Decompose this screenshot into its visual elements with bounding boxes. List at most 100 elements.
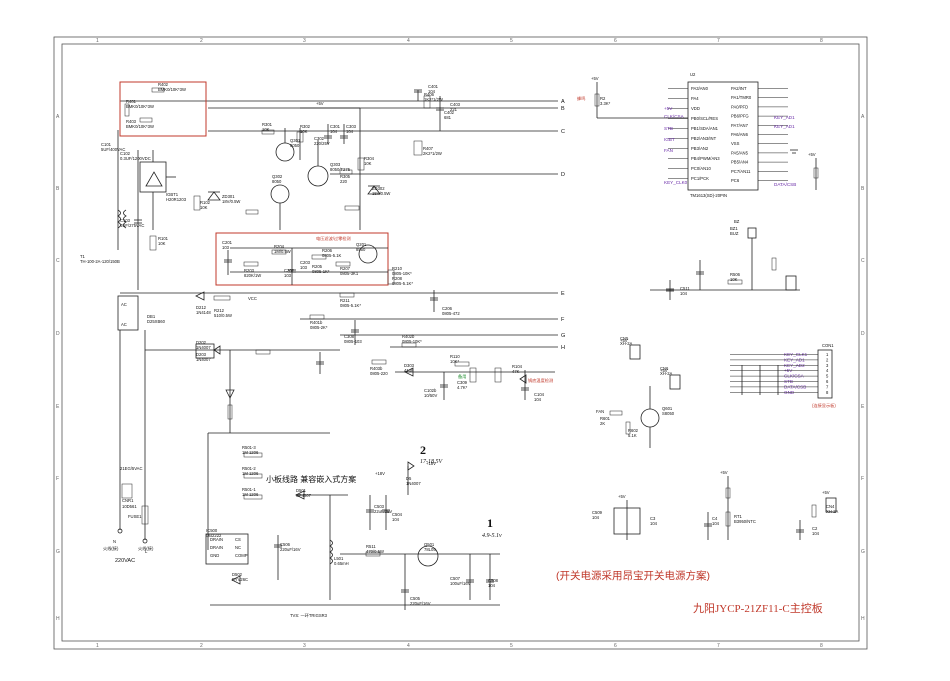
ref-q501: Q501: [424, 542, 435, 547]
ref-r511: R511: [366, 544, 376, 549]
val-r602: 5.1K: [628, 433, 637, 438]
val-c503: 22uF/35V: [374, 509, 392, 514]
val-q301: 8050: [290, 143, 300, 148]
val-d212: 1N4148: [196, 310, 211, 315]
node-A: A: [561, 99, 565, 105]
rail-18v: +18V: [375, 471, 385, 476]
display-connector-section: 1KEY_CLK12KEY_AD13KEY_AD24+5V5CLK/CSA6ST…: [730, 343, 836, 409]
ref-c505: C505: [410, 596, 421, 601]
ref-d212: D212: [196, 305, 207, 310]
val-d203: 1N4007: [196, 357, 211, 362]
ref-c103: C103: [120, 218, 131, 223]
mcu-pin-right-8: PA5/AN5: [731, 150, 749, 155]
ref-r205: R205: [312, 264, 323, 269]
ref-r403b: R403b: [370, 366, 383, 371]
ref-c401: C401: [428, 84, 439, 89]
con1-connector: [817, 349, 833, 399]
ref-c503: C503: [374, 504, 385, 509]
val-c511: 104: [680, 291, 688, 296]
varistor-label: CNR1: [122, 498, 134, 503]
ref-l501: L501: [334, 556, 344, 561]
val-d5: 1N4007: [406, 481, 421, 486]
val-q302: 8050: [272, 179, 282, 184]
switch-mode-section: 小板线路 兼容嵌入式方案 DRAIN DRAIN GND CS NC COMP …: [205, 443, 502, 610]
voltage-filter-label: 电压滤波/过零检测: [316, 235, 351, 242]
val-c505: 220uF/16V: [410, 601, 431, 606]
mcu-pin-left-9: PC0/AN10: [691, 166, 711, 171]
val-r102: 10K: [200, 205, 208, 210]
ref-c402: C402: [444, 110, 455, 115]
val-rt1: B3950/NTC: [734, 519, 756, 524]
rail-vcc: VCC: [248, 296, 257, 301]
l-terminal: L: [145, 549, 148, 554]
ref-r601: R601: [600, 416, 611, 421]
ref-q601: Q601: [662, 406, 673, 411]
ref-d202: D202: [196, 340, 207, 345]
zone-top-4: 4: [407, 38, 410, 44]
ref-igbt1: IGBT1: [166, 192, 179, 197]
zone-right-E: E: [861, 404, 865, 410]
ic500-chip: [205, 533, 249, 565]
mcu-net-left-5: FAN: [664, 148, 673, 153]
val-r211: 0805-5.1K*: [340, 303, 361, 308]
mcu-net-right-2: KEY_AD1: [774, 124, 795, 129]
ref-zd302: ZD302: [372, 186, 385, 191]
zone-bottom-6: 6: [614, 643, 617, 649]
marker-1-voltage: 4.9-5.1v: [482, 532, 502, 539]
ref-r208: R208: [392, 276, 403, 281]
ref-c303: C303: [346, 124, 357, 129]
mcu-pin-right-9: PB5/AN4: [731, 160, 749, 165]
val-r206: 0805-5.1K: [322, 253, 342, 258]
mcu-net-right-3: DATA/CSB: [774, 182, 796, 187]
mcu-pin-right-11: PC6: [731, 178, 740, 183]
zone-right-F: F: [861, 476, 864, 482]
val-r406: 1K2*1/2W: [424, 97, 443, 102]
q501-regulator: [417, 545, 439, 567]
svg-text:+5V: +5V: [822, 490, 830, 495]
ref-r403: R403: [126, 119, 137, 124]
val-c202: 103: [284, 273, 292, 278]
mcu-net-left-2: CLK/CSA: [664, 114, 685, 119]
zone-right-H: H: [861, 616, 865, 622]
val-c509: 104: [592, 515, 600, 520]
svg-text:蜂鸣: 蜂鸣: [577, 95, 585, 102]
zone-bottom-2: 2: [200, 643, 203, 649]
ref-r2: R2: [600, 96, 606, 101]
val-c2: 104: [812, 531, 820, 536]
ref-zd301: ZD301: [222, 194, 235, 199]
ref-r207: R207: [340, 266, 351, 271]
val-c507: 100uF/16V: [450, 581, 471, 586]
zone-top-2: 2: [200, 38, 203, 44]
igbt-symbol: [139, 161, 167, 193]
val-c402: 681: [444, 115, 452, 120]
bridge-rectifier: [117, 295, 139, 331]
val-r204: 1M/0.5W: [274, 249, 291, 254]
ref-d5: D5: [406, 476, 412, 481]
mcu-pin-left-5: PB1/SDA/AN1: [691, 126, 719, 131]
ref-cn4: CN4: [826, 504, 835, 509]
val-bz1: BUZ: [730, 231, 739, 236]
val-r403: BMK0/10K*3W: [126, 124, 154, 129]
node-G: G: [561, 333, 565, 339]
ref-r210: R210: [392, 266, 403, 271]
mcu-chip: [687, 81, 759, 191]
svg-text:+5V: +5V: [618, 494, 626, 499]
val-r2: 3.3K*: [600, 101, 611, 106]
ref-c301: C301: [330, 124, 341, 129]
zone-bottom-8: 8: [820, 643, 823, 649]
ref-r406: R406: [424, 92, 435, 97]
zone-top-7: 7: [717, 38, 720, 44]
con1-pin-3: 3: [826, 363, 829, 368]
val-r110: 10K*: [450, 359, 459, 364]
cn-buzzer: [785, 275, 797, 291]
ref-r301: R301: [262, 122, 273, 127]
val-c309: 4.7K*: [457, 385, 468, 390]
ref-r211: R211: [340, 298, 350, 303]
val-d303: 4148: [404, 368, 414, 373]
zone-right-C: C: [861, 258, 865, 264]
val-r511: 470/0.5W: [366, 549, 384, 554]
buzzer-section: BZ: [650, 219, 800, 300]
switch-mode-note: (开关电源采用昂宝开关电源方案): [556, 569, 710, 582]
ref-cn6: CN6: [660, 366, 669, 371]
